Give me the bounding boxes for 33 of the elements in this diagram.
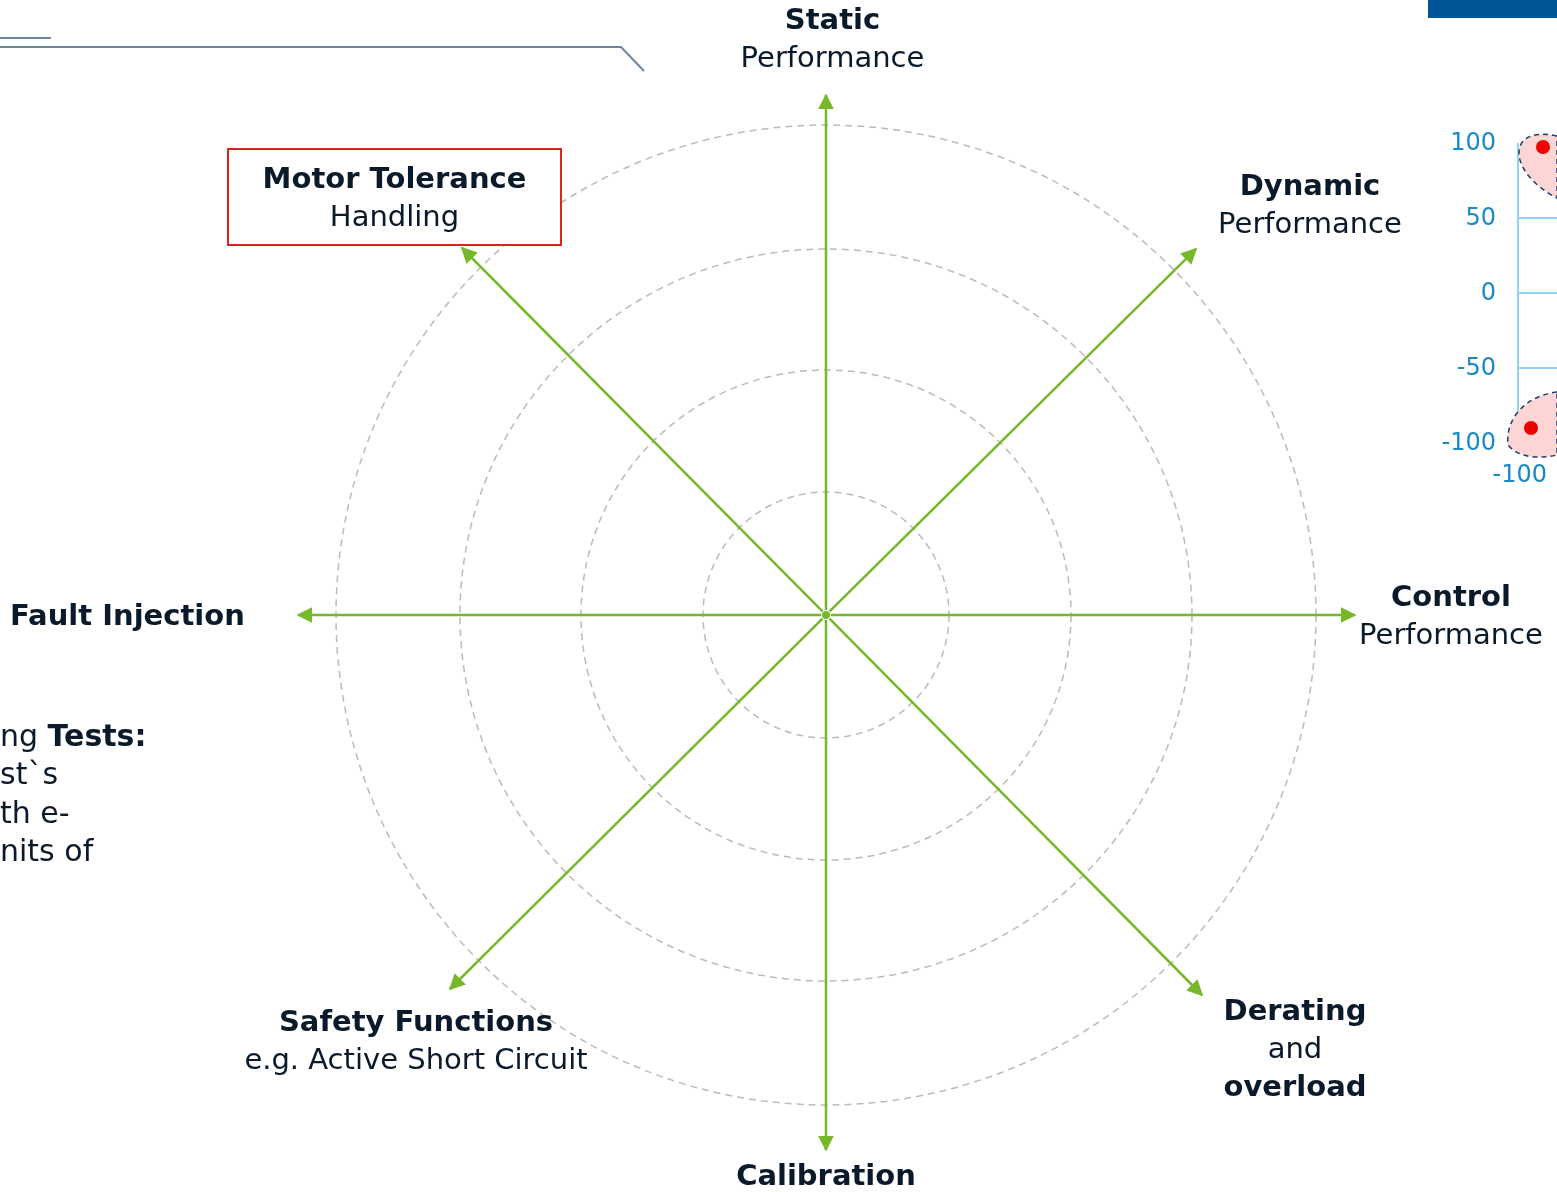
- axis-title: Dynamic: [1239, 167, 1381, 204]
- arrow: [296, 607, 821, 623]
- axis-subtitle: Performance: [1359, 616, 1543, 653]
- arrow: [448, 617, 824, 991]
- tick-label: 50: [1465, 203, 1496, 231]
- arrow: [818, 93, 834, 610]
- axis-subtitle: Performance: [740, 39, 925, 76]
- axis-title: Motor Tolerance: [262, 160, 527, 197]
- axis-subtitle: Handling: [329, 198, 460, 235]
- text-fragment: th e-: [0, 795, 70, 830]
- axis-title: Fault Injection: [10, 597, 245, 634]
- axis-subtitle: Performance: [1218, 205, 1402, 242]
- tick-label: -100: [1492, 460, 1547, 488]
- arrow: [818, 620, 834, 1152]
- axis-title: Calibration: [736, 1157, 916, 1192]
- tick-label: 100: [1450, 128, 1496, 156]
- text-fragment: st`s: [0, 756, 59, 791]
- arrow: [831, 607, 1357, 623]
- text-fragment: nits of: [0, 833, 94, 868]
- text-fragment: ng Tests:: [0, 718, 147, 753]
- axis-title: Safety Functions: [278, 1003, 554, 1040]
- tick-label: -100: [1441, 428, 1496, 456]
- axis-title: Static: [784, 1, 881, 38]
- arrow: [460, 246, 824, 613]
- tick-label: 0: [1480, 278, 1496, 306]
- axis-subtitle: e.g. Active Short Circuit: [244, 1041, 588, 1078]
- axis-title: Derating and overload: [1222, 992, 1368, 1105]
- arrow: [828, 617, 1204, 997]
- center-dot: [822, 611, 830, 619]
- arrow: [828, 247, 1198, 613]
- tick-label: -50: [1456, 353, 1496, 381]
- axis-title: Control: [1391, 578, 1511, 615]
- highlight-box: [227, 148, 562, 246]
